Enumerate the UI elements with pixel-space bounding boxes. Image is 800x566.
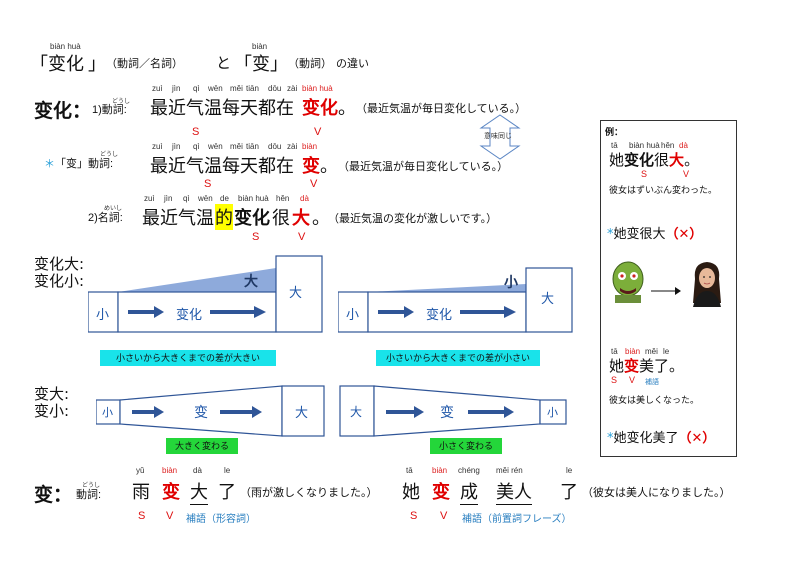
sidebar-example-1: 她变化很大。 [609, 151, 700, 169]
diagram1-labels: 变化大: 变化小: [34, 255, 85, 290]
diagram2-labels: 变大: 变小: [34, 385, 70, 420]
alt-verb-label: ＊「变」動詞: [44, 157, 114, 170]
section-heading-hen: 变： [34, 484, 73, 506]
caption-change-greatly: 大きく変わる [166, 438, 238, 454]
sidebar-wrong-2: *她变化美了（✕） [607, 431, 716, 446]
zombie-image [611, 261, 645, 303]
subject-marker: S [252, 231, 260, 243]
same-meaning-arrow: 意味同じ [478, 114, 522, 160]
verb-marker: V [298, 231, 306, 243]
diagram-shrink: 大 变 小 [338, 384, 570, 438]
subject-marker: S [138, 510, 146, 522]
verb-marker: V [166, 510, 174, 522]
subject-marker: S [192, 126, 200, 138]
verb-marker: V [314, 126, 322, 138]
example-rain: yǔ biàn dà le 雨 变 大 了 （雨が激しくなりました。） [132, 466, 378, 505]
sentence-2: zuì jìn qì wēn měi tiān dōu zài biàn 最近气… [150, 142, 509, 177]
section-heading-henka: 变化： [34, 100, 92, 122]
sidebar-wrong-1: *她变很大（✕） [607, 227, 703, 242]
verb-label-2: 動詞: [76, 489, 102, 501]
sentence-1: zuì jìn qì wēn měi tiān dōu zài biàn huà… [150, 84, 527, 119]
highlight-de: 的 [215, 204, 233, 230]
diagram-small-change: 小 变化 小 大 [338, 266, 574, 336]
noun-label: 2)名詞: [88, 212, 123, 224]
complement-label: 補語（前置詞フレーズ） [462, 514, 572, 525]
pinyin: biàn huà [50, 42, 81, 51]
examples-panel: 例： tā biàn huà hěn dà 她变化很大。 S V 彼女はずいぶん… [600, 120, 737, 457]
complement-label: 補語（形容詞） [186, 514, 256, 525]
caption-large-difference: 小さいから大きくまでの差が大きい [100, 350, 276, 366]
diagram-large-change: 小 变化 大 大 [88, 254, 324, 334]
caption-small-difference: 小さいから大きくまでの差が小さい [376, 350, 540, 366]
caption-change-slightly: 小さく変わる [430, 438, 502, 454]
sentence-3: zuì jìn qì wēn de biàn huà hěn dà 最近气温 的… [142, 194, 498, 230]
sidebar-example-2: 她变美了。 [609, 357, 685, 375]
verb-label-1: 1)動詞: [92, 104, 127, 116]
subject-marker: S [410, 510, 418, 522]
page-title: biàn huà 「 变化 」 （動詞／名詞） と biàn 「 变 」 （動詞… [30, 42, 369, 75]
arrow-icon [651, 281, 681, 295]
verb-marker: V [310, 178, 318, 190]
diagram-grow: 小 变 大 [96, 384, 326, 438]
woman-image [689, 259, 725, 307]
example-beauty: tā biàn chéng měi rén le 她 变 成 美人 了 （彼女は… [402, 466, 731, 505]
subject-marker: S [204, 178, 212, 190]
verb-marker: V [440, 510, 448, 522]
